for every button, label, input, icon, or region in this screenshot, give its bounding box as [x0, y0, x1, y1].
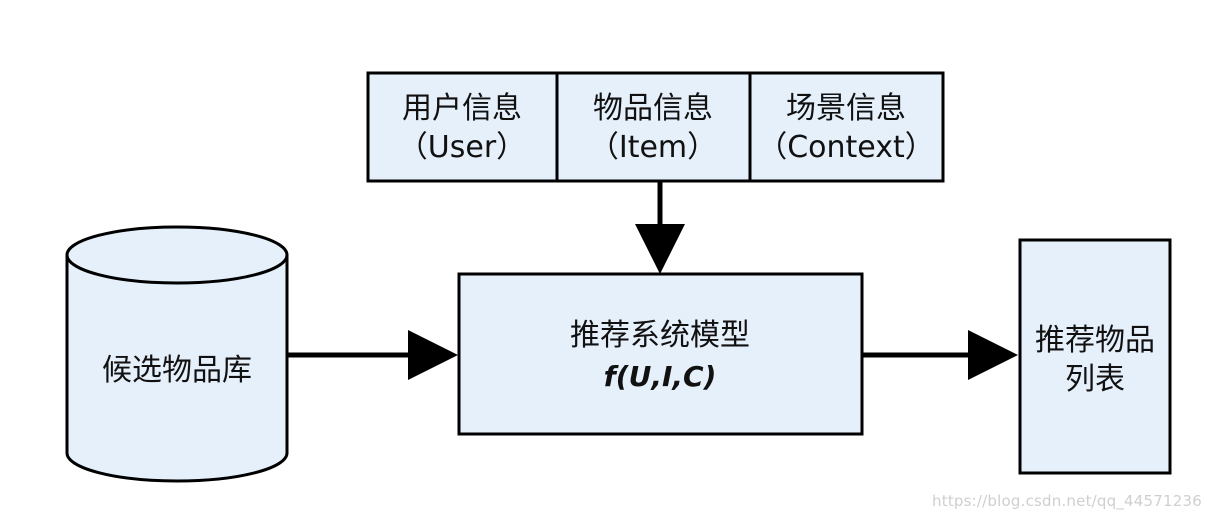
item-info-sublabel: （Item） [589, 130, 717, 165]
candidate-pool-label: 候选物品库 [102, 353, 252, 388]
output-box [1018, 238, 1172, 475]
watermark-url: https://blog.csdn.net/qq_44571236 [932, 492, 1202, 510]
user-info-sublabel: （User） [398, 130, 526, 165]
output-label-line2: 列表 [1065, 362, 1125, 397]
user-info-label: 用户信息 [402, 91, 522, 126]
recommendation-model: 推荐系统模型 f(U,I,C) [457, 272, 864, 436]
output-label-line1: 推荐物品 [1035, 323, 1155, 358]
model-label: 推荐系统模型 [570, 318, 750, 353]
context-info-label: 场景信息 [786, 91, 906, 126]
cylinder-body [65, 255, 289, 483]
item-info-label: 物品信息 [593, 91, 713, 126]
candidate-pool-cylinder: 候选物品库 [65, 225, 289, 483]
context-info-sublabel: （Context） [757, 130, 935, 165]
item-info-box [555, 71, 752, 183]
recommended-items-list: 推荐物品 列表 [1018, 238, 1172, 475]
user-info-box [366, 71, 559, 183]
model-box [457, 272, 864, 436]
input-info-group: 用户信息 （User） 物品信息 （Item） 场景信息 （Context） [366, 71, 945, 183]
cylinder-top [65, 225, 289, 285]
context-info-box [748, 71, 945, 183]
model-formula: f(U,I,C) [604, 360, 717, 393]
